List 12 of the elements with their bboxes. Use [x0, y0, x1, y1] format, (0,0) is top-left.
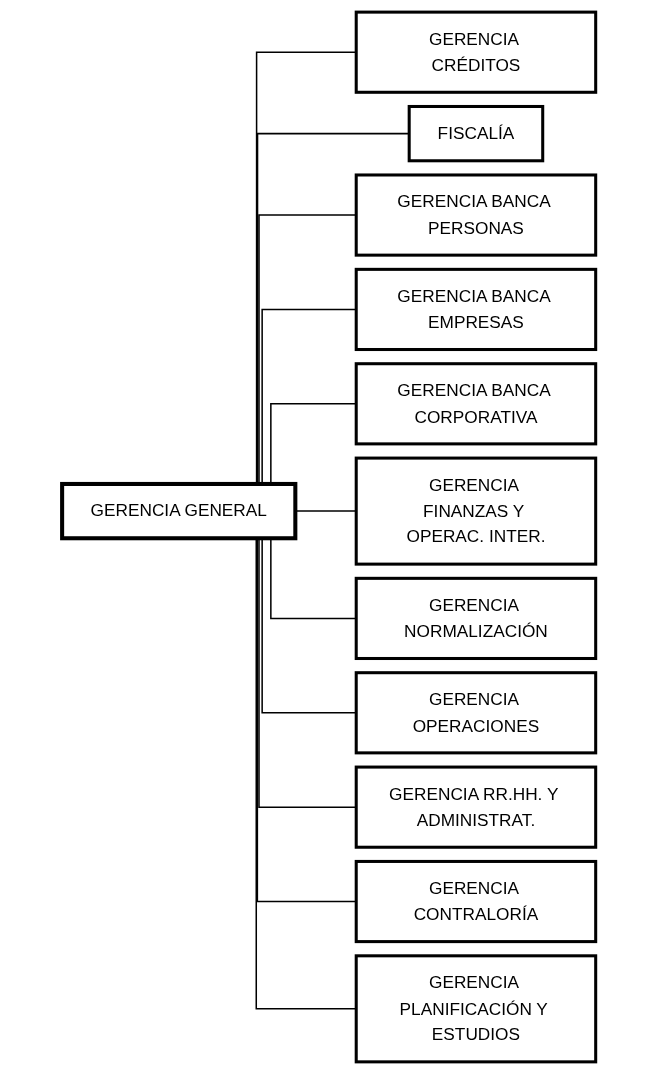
node-box: GERENCIA BANCA EMPRESAS: [354, 267, 598, 352]
node-box: GERENCIA CONTRALORÍA: [354, 859, 598, 944]
node-box: GERENCIA BANCA PERSONAS: [354, 173, 598, 257]
node-box: GERENCIA BANCA CORPORATIVA: [354, 362, 598, 446]
node-box: FISCALÍA: [407, 105, 545, 163]
node-box: GERENCIA CRÉDITOS: [354, 10, 598, 94]
node-box: GERENCIA OPERACIONES: [354, 671, 598, 755]
node-box: GERENCIA GENERAL: [60, 481, 298, 541]
node-box: GERENCIA PLANIFICACIÓN Y ESTUDIOS: [354, 954, 598, 1064]
node-box: GERENCIA RR.HH. Y ADMINISTRAT.: [354, 765, 598, 849]
node-box: GERENCIA NORMALIZACIÓN: [354, 576, 598, 661]
node-box: GERENCIA FINANZAS Y OPERAC. INTER.: [354, 456, 598, 566]
